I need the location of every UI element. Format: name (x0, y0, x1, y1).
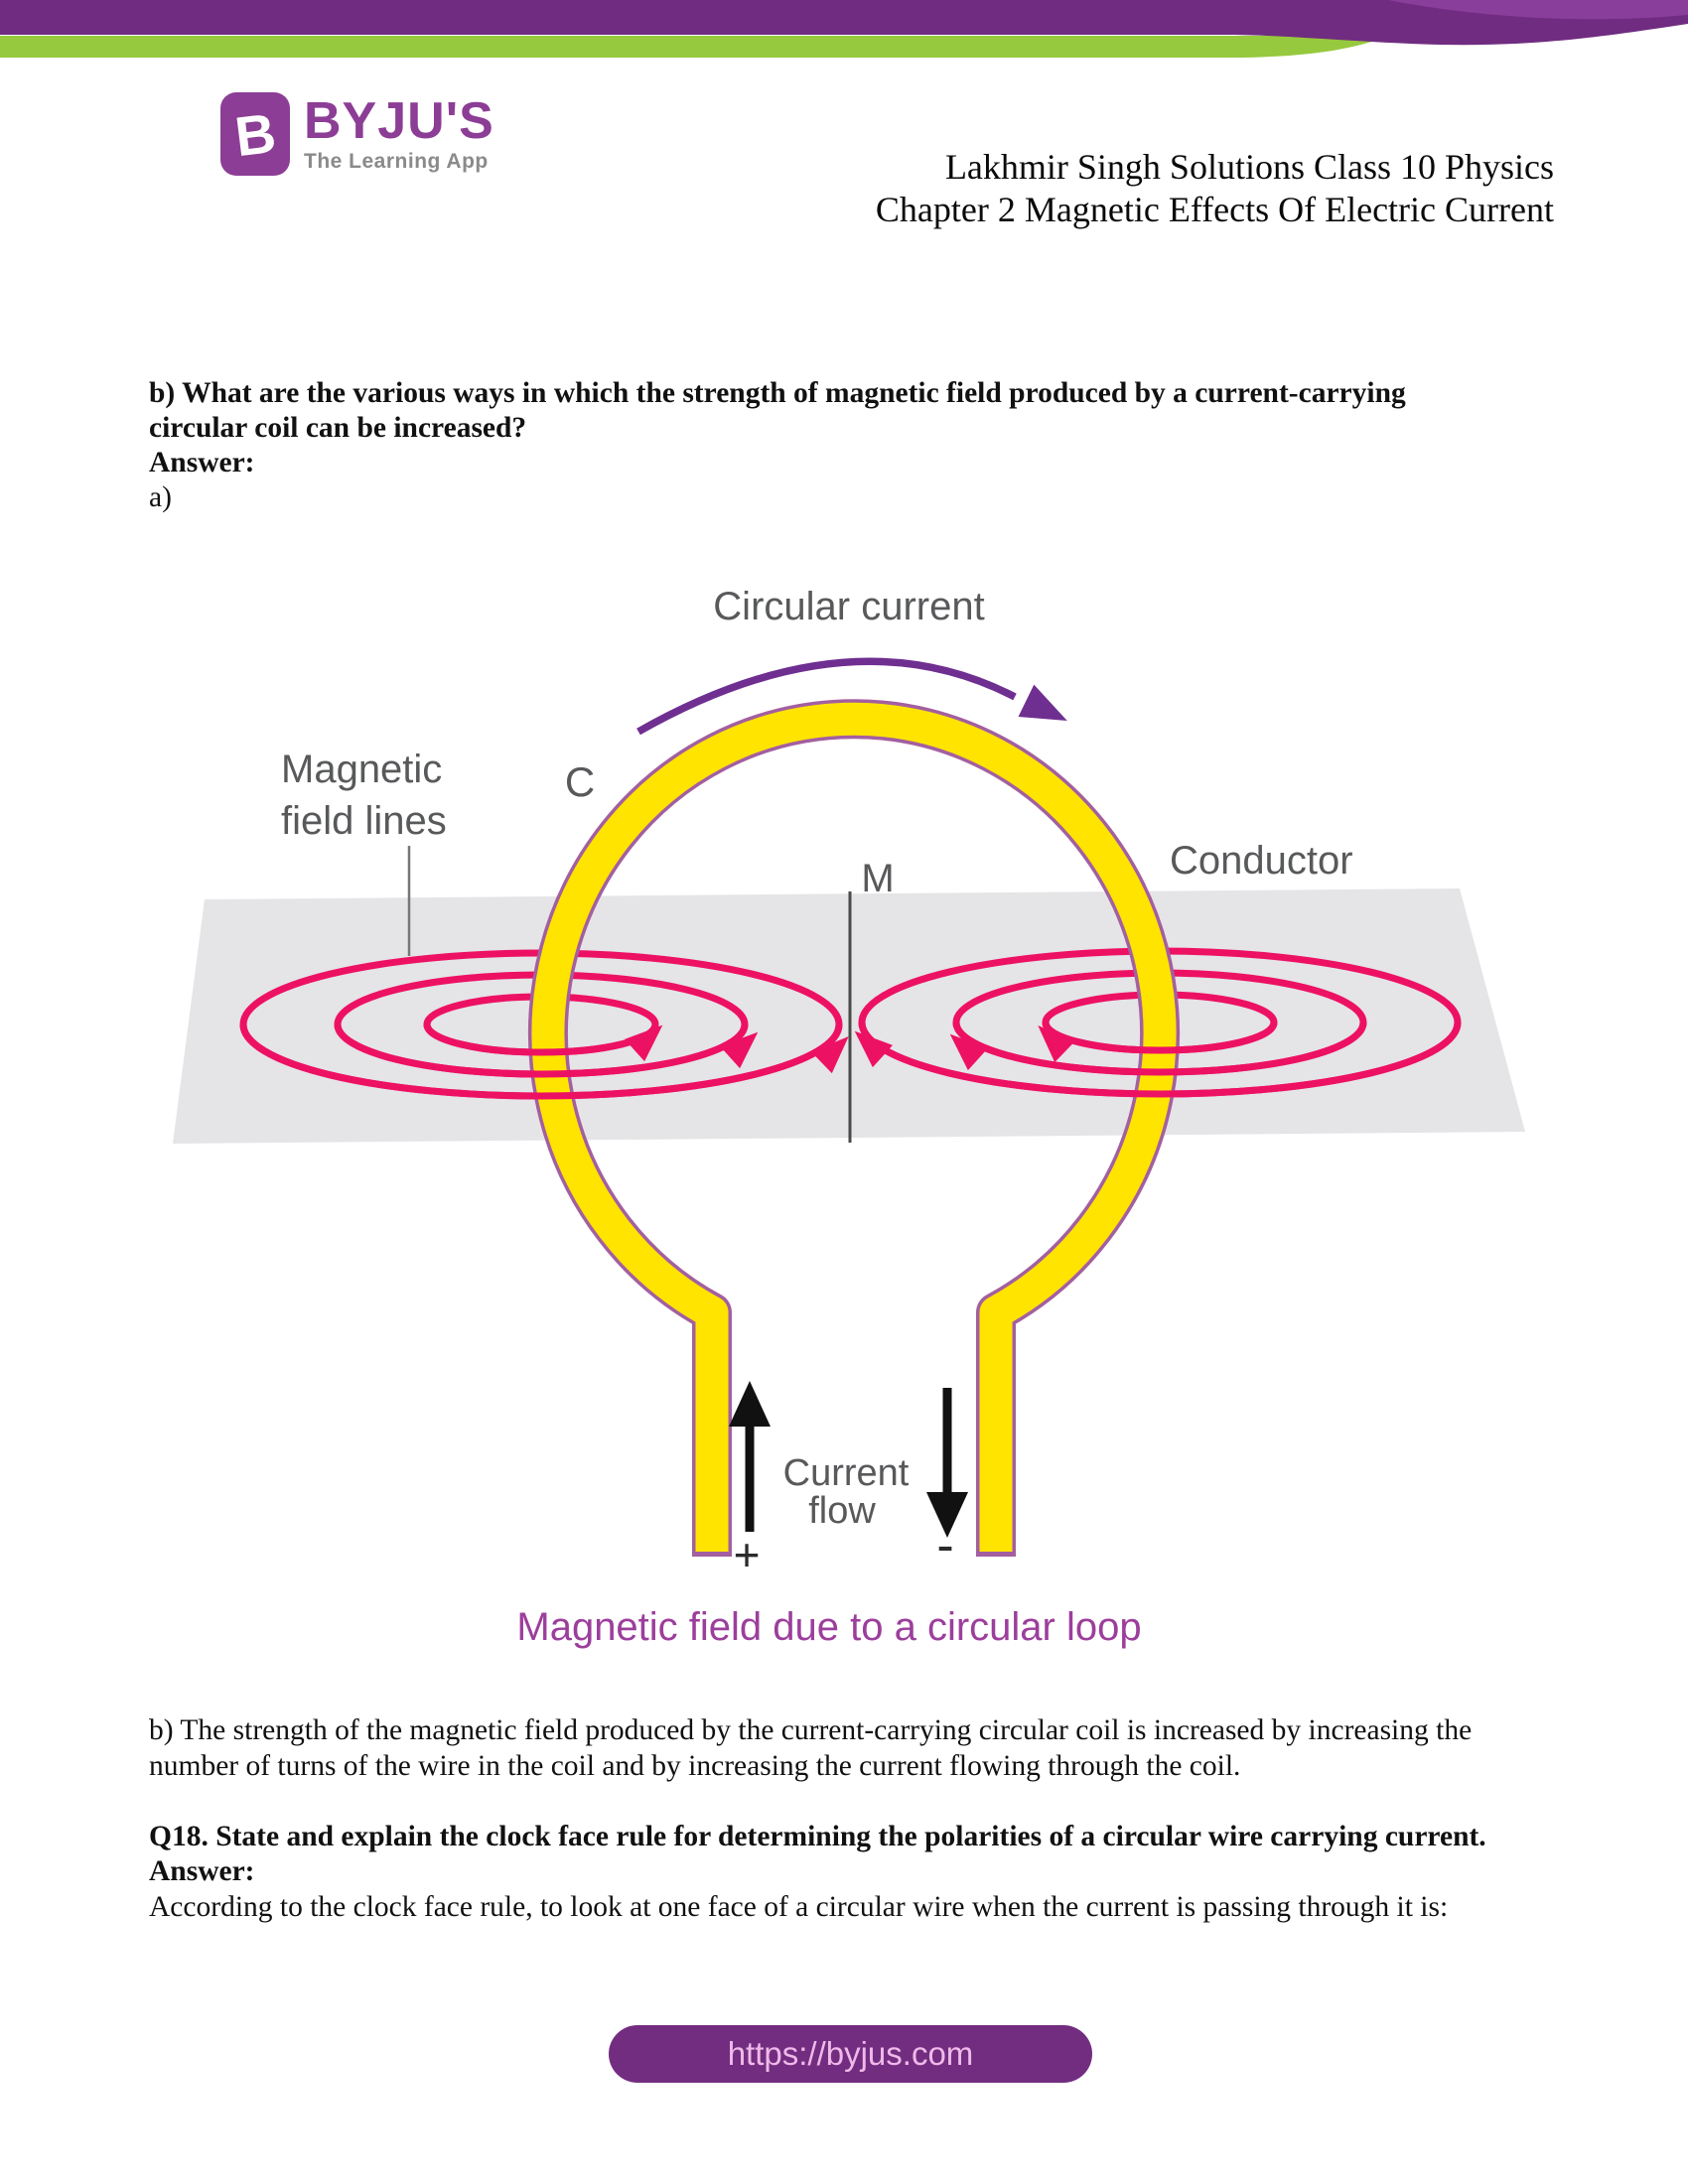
footer-url: https://byjus.com (727, 2035, 974, 2072)
field-lines-right-front (858, 1023, 1462, 1098)
label-flow: flow (808, 1490, 876, 1532)
field-arrowheads (625, 1024, 1076, 1074)
circular-current-arrow (636, 657, 1017, 736)
label-plus: + (734, 1529, 761, 1580)
label-current: Current (783, 1452, 910, 1494)
answer-label-q18: Answer: (149, 1855, 255, 1887)
label-magnetic-line2: field lines (281, 799, 447, 843)
question-line-2: circular coil can be increased? (149, 412, 527, 444)
label-minus: - (936, 1517, 953, 1574)
circular-loop-diagram: Circular current Magnetic field lines C … (173, 585, 1525, 1649)
diagram-labels: Circular current Magnetic field lines C … (281, 585, 1353, 1532)
header-purple-swoosh (1388, 0, 1688, 20)
header-purple-band (0, 0, 1688, 46)
title-line-1: Lakhmir Singh Solutions Class 10 Physics (944, 147, 1554, 187)
label-point-c: C (565, 758, 595, 805)
title-line-2: Chapter 2 Magnetic Effects Of Electric C… (875, 190, 1554, 229)
part-label: a) (149, 481, 172, 513)
circular-current-arrowhead (1018, 684, 1067, 722)
label-point-m: M (861, 857, 894, 900)
answer-label: Answer: (149, 447, 255, 478)
byjus-logo: B BYJU'S The Learning App (220, 92, 494, 176)
answer-block: b) The strength of the magnetic field pr… (149, 1713, 1486, 1925)
current-up-arrowhead (729, 1381, 771, 1427)
polarity-labels: + - (734, 1517, 954, 1580)
answer-b-line-2: number of turns of the wire in the coil … (149, 1749, 1241, 1782)
footer-url-pill[interactable]: https://byjus.com (609, 2025, 1092, 2083)
current-down-arrowhead (926, 1492, 968, 1538)
diagram-caption: Magnetic field due to a circular loop (516, 1605, 1141, 1649)
blank-line (149, 1784, 1486, 1820)
document-title: Lakhmir Singh Solutions Class 10 Physics… (876, 146, 1554, 231)
header-banner (0, 0, 1688, 58)
question-line-1: b) What are the various ways in which th… (149, 377, 1406, 409)
byjus-logo-tagline: The Learning App (304, 150, 489, 173)
byjus-logo-icon: B (220, 92, 290, 176)
q18-answer-line: According to the clock face rule, to loo… (149, 1890, 1449, 1923)
label-magnetic-line1: Magnetic (281, 748, 442, 791)
current-flow-arrows (729, 1381, 968, 1538)
question-q18: Q18. State and explain the clock face ru… (149, 1820, 1486, 1852)
byjus-logo-name: BYJU'S (304, 92, 494, 150)
byjus-logo-letter: B (231, 100, 279, 168)
conductor-wire (531, 702, 1177, 1552)
label-circular-current: Circular current (713, 585, 984, 628)
label-conductor: Conductor (1170, 839, 1353, 883)
question-block: b) What are the various ways in which th… (149, 376, 1406, 515)
answer-b-line-1: b) The strength of the magnetic field pr… (149, 1714, 1473, 1746)
header-green-band (0, 36, 1388, 58)
field-lines-left-front (239, 1024, 843, 1100)
